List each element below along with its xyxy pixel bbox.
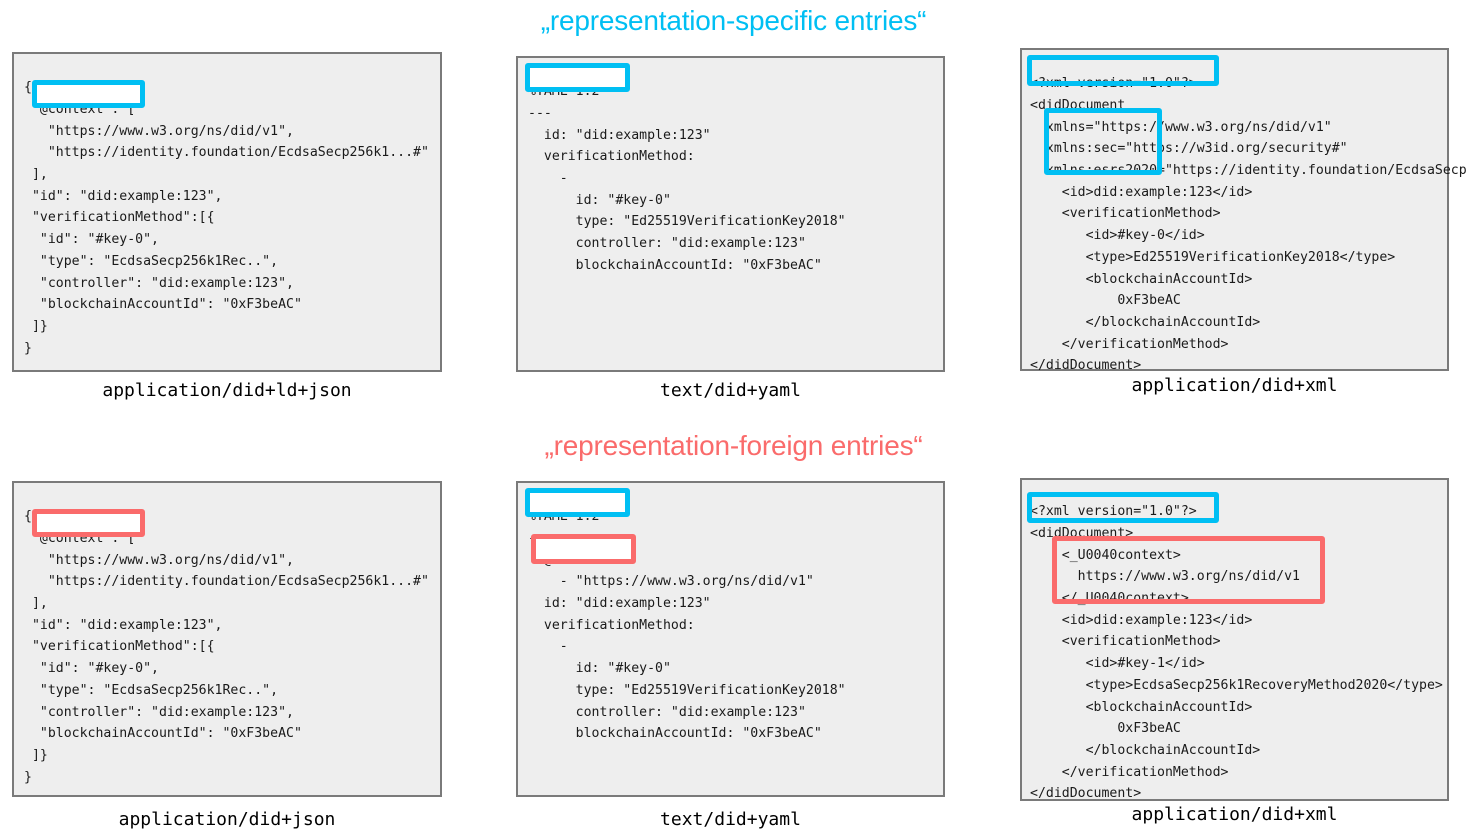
- code-block-json: { "@context": [ "https://www.w3.org/ns/d…: [24, 509, 429, 785]
- section-title-representation-foreign: „representation-foreign entries“: [544, 430, 923, 461]
- code-panel-json: { "@context": [ "https://www.w3.org/ns/d…: [12, 481, 442, 797]
- code-panel-xml-foreign: <?xml version="1.0"?> <didDocument> <_U0…: [1020, 478, 1449, 801]
- code-panel-json-ld: { "@context": [ "https://www.w3.org/ns/d…: [12, 52, 442, 372]
- caption-xml-specific: application/did+xml: [1131, 375, 1338, 396]
- code-block-xml-specific: <?xml version="1.0"?> <didDocument xmlns…: [1030, 76, 1467, 374]
- code-panel-yaml-specific: %YAML 1.2 --- id: "did:example:123" veri…: [516, 56, 945, 372]
- caption-yaml-foreign: text/did+yaml: [660, 809, 801, 830]
- caption-json-ld: application/did+ld+json: [102, 380, 352, 401]
- code-panel-xml-specific: <?xml version="1.0"?> <didDocument xmlns…: [1020, 48, 1467, 373]
- code-block-xml-foreign: <?xml version="1.0"?> <didDocument> <_U0…: [1030, 504, 1443, 802]
- caption-xml-foreign: application/did+xml: [1131, 804, 1338, 825]
- section-title-representation-specific: „representation-specific entries“: [540, 5, 927, 36]
- code-block-yaml-foreign: %YAML 1.2 --- @context: - "https://www.w…: [528, 509, 846, 742]
- code-block-yaml-specific: %YAML 1.2 --- id: "did:example:123" veri…: [528, 84, 846, 273]
- code-panel-yaml-foreign: %YAML 1.2 --- @context: - "https://www.w…: [516, 481, 945, 797]
- code-block-json-ld: { "@context": [ "https://www.w3.org/ns/d…: [24, 80, 429, 356]
- caption-json: application/did+json: [118, 809, 336, 830]
- caption-yaml-specific: text/did+yaml: [660, 380, 801, 401]
